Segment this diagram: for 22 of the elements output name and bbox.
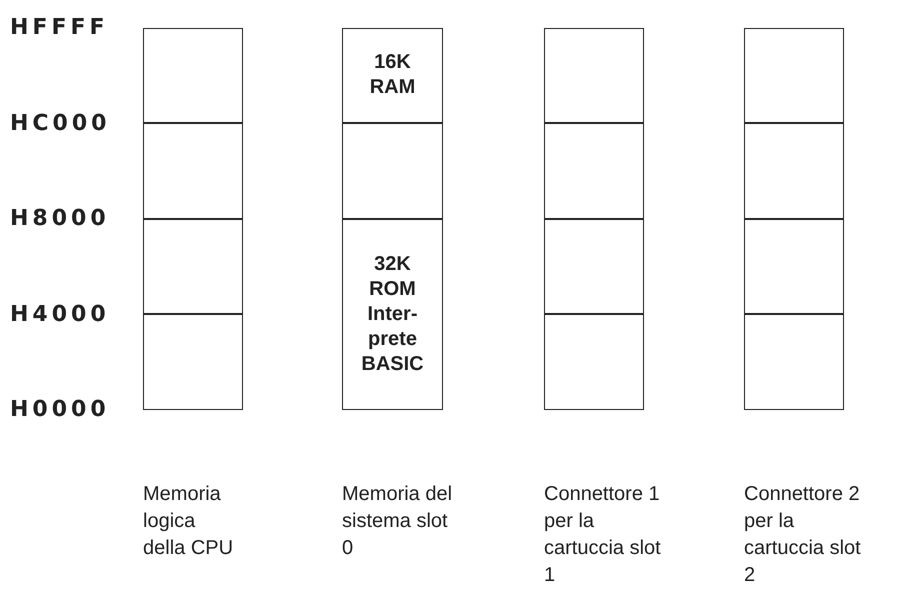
column-caption: Connettore 1 per la cartuccia slot 1 [544,482,662,588]
memory-column [544,28,644,410]
memory-column [744,28,844,410]
memory-segment [745,218,843,314]
address-label: H4000 [10,302,110,328]
memory-segment [144,123,242,218]
memory-column [342,28,443,410]
memory-segment [745,123,843,218]
memory-segment [545,218,643,314]
address-label: HC000 [10,111,110,137]
column-caption: Memoria del sistema slot 0 [342,482,454,561]
memory-segment [144,218,242,314]
block-label: 32K ROM Inter-prete BASIC [360,252,424,376]
address-label: HFFFF [10,15,109,41]
memory-column [143,28,243,410]
address-label: H0000 [10,397,110,423]
column-caption: Memoria logica della CPU [143,482,234,561]
block-label: 16K RAM [368,50,416,100]
address-label: H8000 [10,206,110,232]
memory-segment [343,123,442,218]
memory-segment [545,123,643,218]
column-caption: Connettore 2 per la cartuccia slot 2 [744,482,862,588]
